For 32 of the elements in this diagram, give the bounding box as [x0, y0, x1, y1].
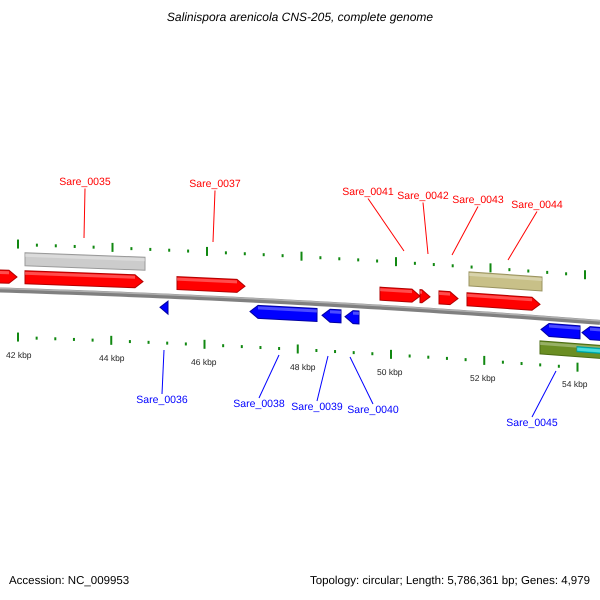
genome-info-text: Topology: circular; Length: 5,786,361 bp; Genes: 4,979	[310, 576, 590, 588]
diagram-title: Salinispora arenicola CNS-205, complete genome	[166, 11, 434, 23]
scale-label: 54 kbp	[562, 380, 588, 389]
gene-label: Sare_0038	[233, 399, 285, 410]
leader-line	[532, 370, 556, 418]
leader-line	[84, 188, 86, 238]
accession-text: Accession: NC_009953	[9, 576, 130, 588]
gene-label: Sare_0043	[452, 195, 504, 206]
gene-label: Sare_0042	[397, 191, 449, 202]
gene-label: Sare_0035	[59, 177, 111, 188]
leader-line	[258, 354, 280, 398]
leader-line	[212, 190, 216, 242]
scale-label: 46 kbp	[191, 358, 217, 367]
leader-line	[508, 211, 538, 260]
gene-label: Sare_0040	[347, 405, 399, 416]
gene-label: Sare_0036	[136, 395, 188, 406]
scale-label: 50 kbp	[377, 368, 403, 376]
scale-label: 48 kbp	[290, 363, 316, 372]
leader-line	[368, 198, 404, 252]
gene-label: Sare_0039	[291, 402, 343, 412]
leader-line	[452, 206, 478, 256]
leader-line	[162, 350, 164, 394]
gene-label: Sare_0044	[511, 200, 563, 210]
gene-label: Sare_0045	[506, 418, 558, 428]
scale-label: 42 kbp	[6, 351, 32, 360]
leader-line	[350, 356, 374, 404]
gene-label: Sare_0037	[189, 179, 241, 190]
scale-label: 52 kbp	[470, 374, 496, 382]
leader-line	[422, 202, 428, 254]
leader-line	[316, 356, 328, 402]
scale-label: 44 kbp	[99, 354, 125, 363]
gene-label: Sare_0041	[342, 187, 394, 198]
